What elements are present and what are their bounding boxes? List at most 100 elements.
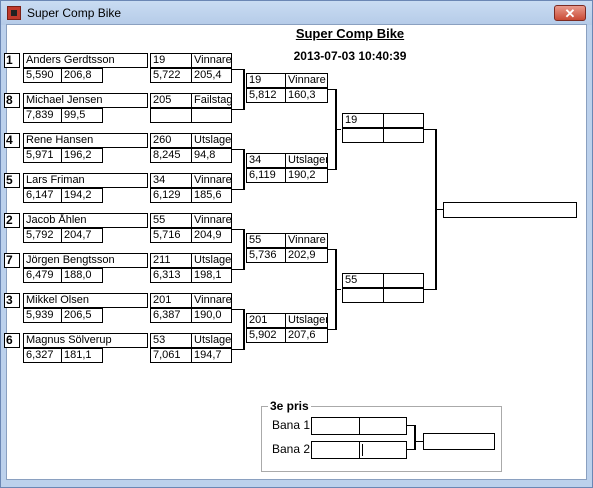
rider-time-field[interactable]: 5,590 <box>23 68 62 83</box>
heat-number-field[interactable]: 211 <box>150 253 192 268</box>
round2-number-field[interactable]: 201 <box>246 313 286 328</box>
heat-result-field[interactable]: Vinnare <box>191 213 232 228</box>
seed-number: 8 <box>4 93 20 108</box>
rider-name-field[interactable]: Jacob Åhlen <box>23 213 148 228</box>
heat-time-field[interactable] <box>150 108 192 123</box>
round2-speed-field[interactable]: 207,6 <box>285 328 328 343</box>
heat-speed-field[interactable]: 185,6 <box>191 188 232 203</box>
heat-time-field[interactable]: 5,716 <box>150 228 192 243</box>
heat-number-field[interactable]: 201 <box>150 293 192 308</box>
rider-time-field[interactable]: 6,479 <box>23 268 62 283</box>
rider-time-field[interactable]: 6,327 <box>23 348 62 363</box>
heat-number-field[interactable]: 260 <box>150 133 192 148</box>
heat-time-field[interactable]: 8,245 <box>150 148 192 163</box>
rider-speed-field[interactable]: 99,5 <box>61 108 103 123</box>
rider-speed-field[interactable]: 181,1 <box>61 348 103 363</box>
rider-speed-field[interactable]: 188,0 <box>61 268 103 283</box>
lane2-label: Bana 2 <box>272 442 311 456</box>
round2-speed-field[interactable]: 202,9 <box>285 248 328 263</box>
rider-name-field[interactable]: Rene Hansen <box>23 133 148 148</box>
heat-time-field[interactable]: 5,722 <box>150 68 192 83</box>
semi-number-field[interactable]: 55 <box>342 273 384 288</box>
semi-result-field[interactable] <box>383 273 424 288</box>
final-result-field[interactable] <box>443 202 577 218</box>
heat-speed-field[interactable]: 194,7 <box>191 348 232 363</box>
seed-number: 6 <box>4 333 20 348</box>
semi-time-field[interactable] <box>342 288 384 303</box>
round2-number-field[interactable]: 19 <box>246 73 286 88</box>
lane2-field-a[interactable] <box>311 441 360 459</box>
heat-speed-field[interactable]: 94,8 <box>191 148 232 163</box>
heat-result-field[interactable]: Utslagen <box>191 253 232 268</box>
heat-number-field[interactable]: 205 <box>150 93 192 108</box>
heat-time-field[interactable]: 7,061 <box>150 348 192 363</box>
round2-result-field[interactable]: Utslagen <box>285 153 328 168</box>
round2-time-field[interactable]: 5,812 <box>246 88 286 103</box>
heat-result-field[interactable]: Utslagen <box>191 333 232 348</box>
heat-number-field[interactable]: 53 <box>150 333 192 348</box>
rider-time-field[interactable]: 5,971 <box>23 148 62 163</box>
heat-result-field[interactable]: Utslagen <box>191 133 232 148</box>
semi-time-field[interactable] <box>342 128 384 143</box>
round2-time-field[interactable]: 5,736 <box>246 248 286 263</box>
round2-speed-field[interactable]: 160,3 <box>285 88 328 103</box>
third-place-result-field[interactable] <box>423 433 495 450</box>
heat-number-field[interactable]: 19 <box>150 53 192 68</box>
semi-speed-field[interactable] <box>383 288 424 303</box>
rider-time-field[interactable]: 7,839 <box>23 108 62 123</box>
semi-number-field[interactable]: 19 <box>342 113 384 128</box>
round2-speed-field[interactable]: 190,2 <box>285 168 328 183</box>
rider-name-field[interactable]: Lars Friman <box>23 173 148 188</box>
rider-time-field[interactable]: 5,792 <box>23 228 62 243</box>
round2-time-field[interactable]: 5,902 <box>246 328 286 343</box>
lane2-field-b[interactable] <box>359 441 407 459</box>
heat-result-field[interactable]: Failstage <box>191 93 232 108</box>
seed-number: 3 <box>4 293 20 308</box>
heat-time-field[interactable]: 6,313 <box>150 268 192 283</box>
heat-speed-field[interactable]: 205,4 <box>191 68 232 83</box>
rider-time-field[interactable]: 6,147 <box>23 188 62 203</box>
round2-result-field[interactable]: Utslagen <box>285 313 328 328</box>
heat-number-field[interactable]: 55 <box>150 213 192 228</box>
semi-speed-field[interactable] <box>383 128 424 143</box>
rider-speed-field[interactable]: 206,8 <box>61 68 103 83</box>
seed-number: 2 <box>4 213 20 228</box>
rider-speed-field[interactable]: 206,5 <box>61 308 103 323</box>
heat-result-field[interactable]: Vinnare <box>191 293 232 308</box>
text-cursor <box>362 444 363 456</box>
rider-time-field[interactable]: 5,939 <box>23 308 62 323</box>
round2-time-field[interactable]: 6,119 <box>246 168 286 183</box>
rider-name-field[interactable]: Anders Gerdtsson <box>23 53 148 68</box>
rider-name-field[interactable]: Mikkel Olsen <box>23 293 148 308</box>
rider-name-field[interactable]: Jörgen Bengtsson <box>23 253 148 268</box>
round2-result-field[interactable]: Vinnare <box>285 233 328 248</box>
round2-result-field[interactable]: Vinnare <box>285 73 328 88</box>
rider-speed-field[interactable]: 204,7 <box>61 228 103 243</box>
round2-number-field[interactable]: 55 <box>246 233 286 248</box>
heat-speed-field[interactable]: 198,1 <box>191 268 232 283</box>
rider-speed-field[interactable]: 196,2 <box>61 148 103 163</box>
lane1-field-a[interactable] <box>311 417 360 435</box>
heat-time-field[interactable]: 6,387 <box>150 308 192 323</box>
rider-name-field[interactable]: Magnus Sölverup <box>23 333 148 348</box>
heat-speed-field[interactable]: 204,9 <box>191 228 232 243</box>
third-place-label: 3e pris <box>268 399 311 413</box>
heat-speed-field[interactable]: 190,0 <box>191 308 232 323</box>
heat-result-field[interactable]: Vinnare <box>191 173 232 188</box>
third-place-group <box>261 406 502 472</box>
semi-result-field[interactable] <box>383 113 424 128</box>
app-icon <box>7 6 21 20</box>
close-button[interactable]: ✕ <box>554 5 586 21</box>
heat-speed-field[interactable] <box>191 108 232 123</box>
seed-number: 4 <box>4 133 20 148</box>
heat-time-field[interactable]: 6,129 <box>150 188 192 203</box>
rider-name-field[interactable]: Michael Jensen <box>23 93 148 108</box>
round2-number-field[interactable]: 34 <box>246 153 286 168</box>
heat-result-field[interactable]: Vinnare <box>191 53 232 68</box>
page-datetime: 2013-07-03 10:40:39 <box>293 49 407 63</box>
heat-number-field[interactable]: 34 <box>150 173 192 188</box>
title-bar: Super Comp Bike ✕ <box>1 1 592 25</box>
lane1-field-b[interactable] <box>359 417 407 435</box>
seed-number: 7 <box>4 253 20 268</box>
rider-speed-field[interactable]: 194,2 <box>61 188 103 203</box>
